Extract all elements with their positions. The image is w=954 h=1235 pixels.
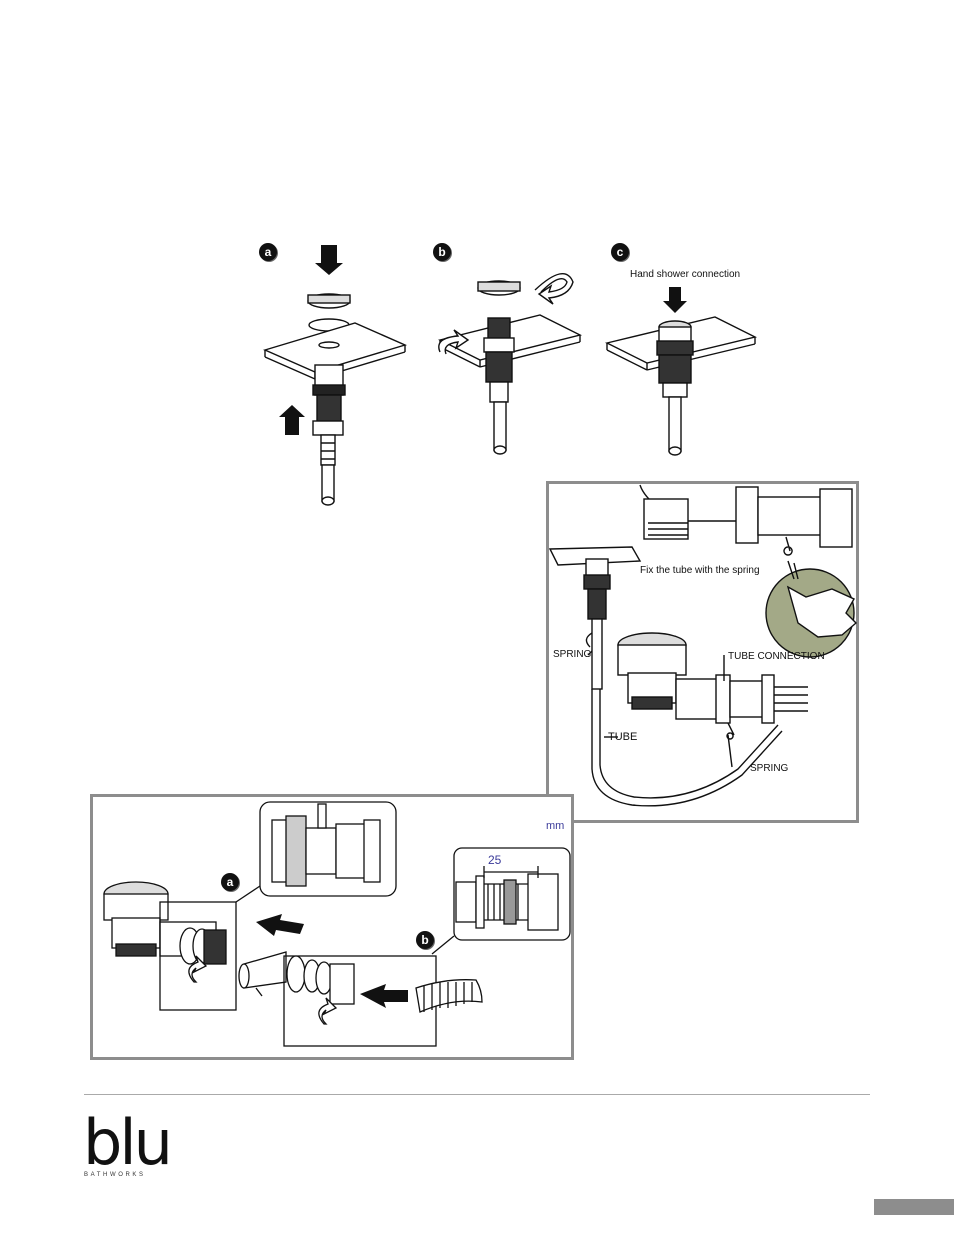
fix-tube-note: Fix the tube with the spring — [640, 565, 760, 576]
brand-logo: blu — [83, 1106, 173, 1179]
step-b-illustration — [437, 273, 583, 455]
footer-divider — [84, 1094, 870, 1095]
tube-connection-illustration — [548, 484, 858, 807]
step-c-badge: c — [611, 243, 629, 261]
step-a-badge: a — [259, 243, 277, 261]
brand-subtitle: BATHWORKS — [84, 1172, 146, 1178]
page-number-tab — [874, 1199, 954, 1215]
spring-label-right: SPRING — [750, 763, 789, 774]
step-b-badge: b — [433, 243, 451, 261]
tube-connection-label: TUBE CONNECTION — [728, 651, 825, 662]
step-c-illustration — [604, 287, 758, 456]
dimension-25: 25 — [488, 853, 502, 867]
spring-label-left: SPRING — [553, 649, 592, 660]
step-a-illustration — [262, 245, 408, 506]
assembly-illustration — [103, 801, 571, 1047]
unit-label: mm — [546, 820, 565, 832]
assembly-step-b-badge: b — [416, 931, 434, 949]
tube-label: TUBE — [608, 731, 638, 743]
hand-shower-caption: Hand shower connection — [630, 269, 741, 280]
assembly-step-a-badge: a — [221, 873, 239, 891]
